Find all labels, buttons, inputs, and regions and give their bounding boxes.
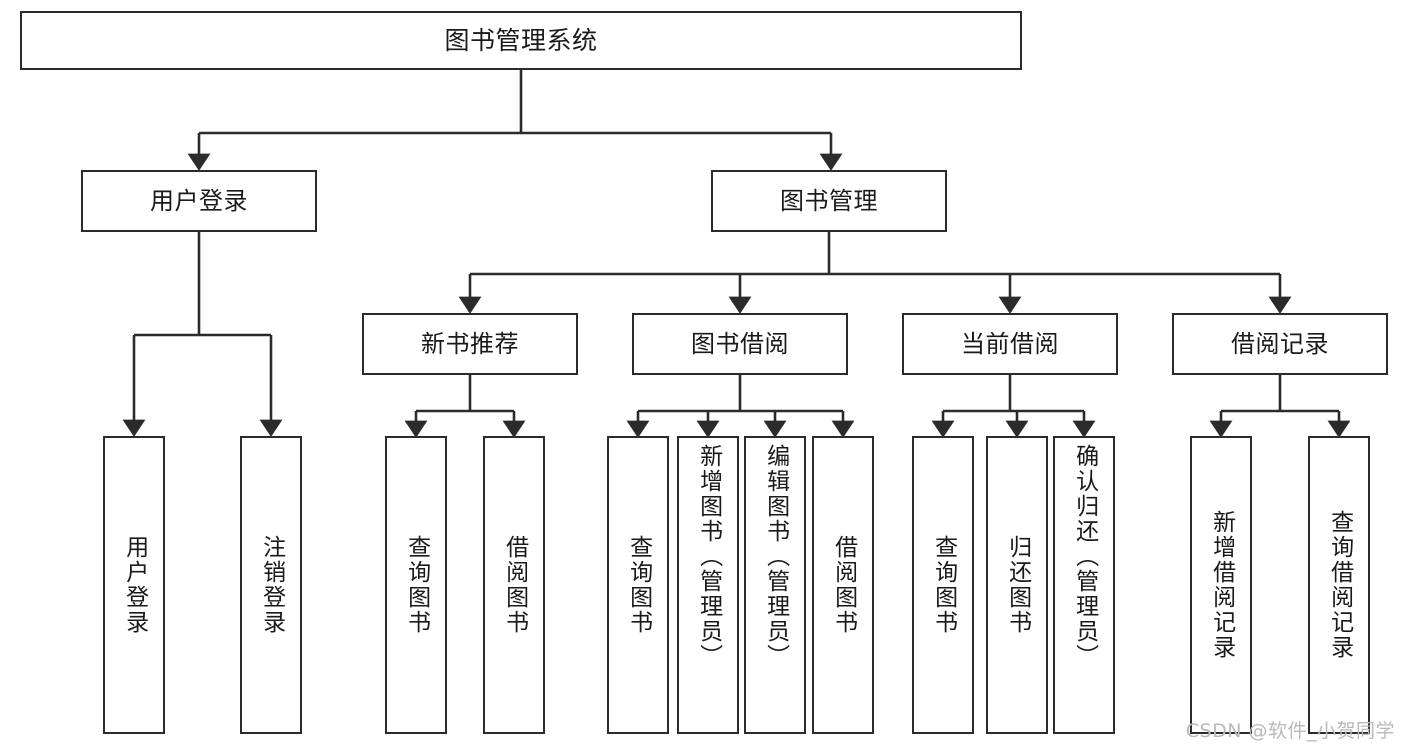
leaf-edit-book-admin[interactable]: 编辑图书（管理员） [744, 436, 806, 734]
node-root[interactable]: 图书管理系统 [20, 11, 1022, 70]
node-book-management-label: 图书管理 [780, 186, 878, 215]
node-book-borrow-label: 图书借阅 [691, 329, 789, 358]
leaf-add-borrow-record-label: 新增借阅记录 [1208, 510, 1235, 660]
leaf-logout[interactable]: 注销登录 [240, 436, 302, 734]
leaf-add-book-admin[interactable]: 新增图书（管理员） [677, 436, 739, 734]
leaf-add-book-admin-label: 新增图书（管理员） [695, 444, 722, 669]
node-user-login[interactable]: 用户登录 [81, 170, 317, 232]
node-borrow-records[interactable]: 借阅记录 [1172, 313, 1388, 375]
node-new-book-recommend[interactable]: 新书推荐 [362, 313, 578, 375]
leaf-return-books-label: 归还图书 [1004, 535, 1031, 635]
leaf-query-books-current-label: 查询图书 [930, 535, 957, 635]
leaf-query-books-new[interactable]: 查询图书 [385, 436, 447, 734]
leaf-query-books-current[interactable]: 查询图书 [912, 436, 974, 734]
node-root-label: 图书管理系统 [444, 25, 598, 55]
leaf-user-login-label: 用户登录 [121, 535, 148, 635]
leaf-query-borrow-record-label: 查询借阅记录 [1326, 510, 1353, 660]
node-book-borrow[interactable]: 图书借阅 [632, 313, 848, 375]
node-book-management[interactable]: 图书管理 [711, 170, 947, 232]
leaf-edit-book-admin-label: 编辑图书（管理员） [762, 444, 789, 669]
leaf-return-books[interactable]: 归还图书 [986, 436, 1048, 734]
leaf-borrow-books-new[interactable]: 借阅图书 [483, 436, 545, 734]
leaf-logout-label: 注销登录 [258, 535, 285, 635]
node-current-borrow[interactable]: 当前借阅 [902, 313, 1118, 375]
node-current-borrow-label: 当前借阅 [961, 329, 1059, 358]
leaf-query-borrow-record[interactable]: 查询借阅记录 [1308, 436, 1370, 734]
leaf-borrow-books-label: 借阅图书 [830, 535, 857, 635]
leaf-confirm-return-admin-label: 确认归还（管理员） [1071, 444, 1098, 669]
csdn-watermark: CSDN @软件_小贺同学 [1185, 720, 1395, 742]
node-borrow-records-label: 借阅记录 [1231, 329, 1329, 358]
leaf-borrow-books[interactable]: 借阅图书 [812, 436, 874, 734]
leaf-user-login[interactable]: 用户登录 [103, 436, 165, 734]
leaf-borrow-books-new-label: 借阅图书 [501, 535, 528, 635]
leaf-query-books-new-label: 查询图书 [403, 535, 430, 635]
leaf-query-books-borrow[interactable]: 查询图书 [607, 436, 669, 734]
leaf-confirm-return-admin[interactable]: 确认归还（管理员） [1053, 436, 1115, 734]
leaf-query-books-borrow-label: 查询图书 [625, 535, 652, 635]
leaf-add-borrow-record[interactable]: 新增借阅记录 [1190, 436, 1252, 734]
node-user-login-label: 用户登录 [150, 186, 248, 215]
node-new-book-recommend-label: 新书推荐 [421, 329, 519, 358]
